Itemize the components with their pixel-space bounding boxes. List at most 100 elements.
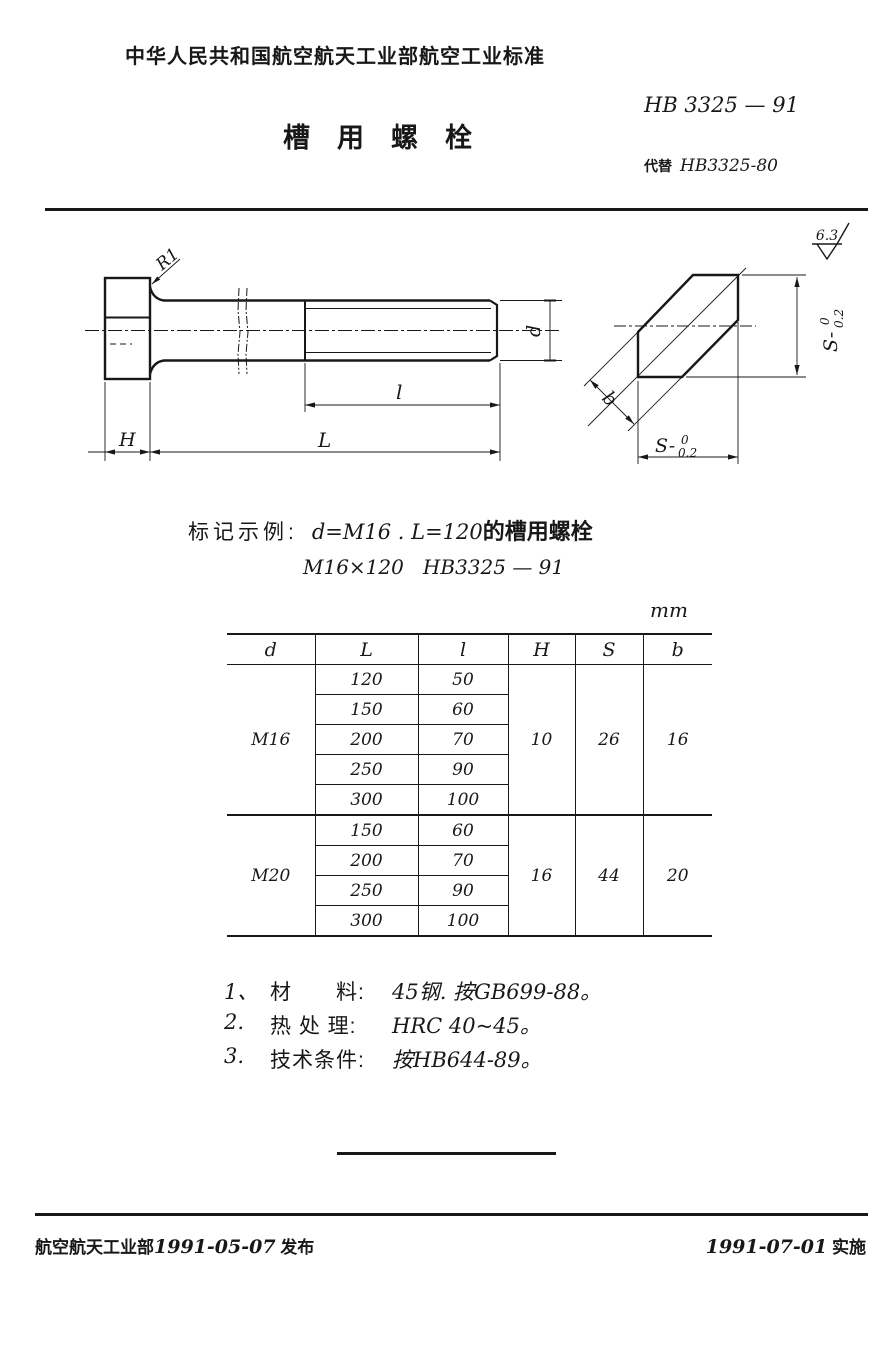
cell-d-m20: M20 <box>227 814 316 935</box>
dim-line-b <box>589 379 635 425</box>
org-standard-line: 中华人民共和国航空航天工业部航空工业标准 <box>125 46 545 68</box>
svg-text:S-: S- <box>820 332 842 352</box>
svg-text:0.2: 0.2 <box>832 309 846 328</box>
table-header-row: d L l H S b <box>227 635 712 665</box>
footer-issue-line: 航空航天工业部1991-05-07 发布 <box>35 1233 314 1258</box>
cell-l: 100 <box>417 784 509 816</box>
cell-L: 150 <box>314 814 419 846</box>
col-header-l: l <box>417 635 509 665</box>
cell-l: 50 <box>417 664 509 695</box>
cell-l: 70 <box>417 724 509 755</box>
fillet-radius-label: R1 <box>152 244 184 275</box>
note-heat-treatment: 2. 热 处 理: HRC 40~45。 <box>224 1010 541 1040</box>
note-number: 3. <box>224 1044 245 1068</box>
technical-drawing: R1 l L H d b S- 0 0.2 S- 0 0.2 6.3 <box>85 222 850 464</box>
note-text: 45钢. 按GB699-88。 <box>392 980 602 1004</box>
note-material: 1、 材 料: 45钢. 按GB699-88。 <box>224 976 601 1006</box>
bolt-shaft-top <box>148 286 490 302</box>
supersedes-label: 代替 <box>644 158 672 174</box>
cell-L: 150 <box>314 694 419 725</box>
break-line <box>245 287 249 375</box>
head-height-label: H <box>118 429 136 451</box>
col-header-H: H <box>507 635 576 665</box>
footer-issue-date: 1991-05-07 <box>154 1236 276 1258</box>
page-title: 槽 用 螺 栓 <box>283 123 472 153</box>
svg-text:S-: S- <box>655 435 675 457</box>
diagonal-centerline <box>587 267 747 427</box>
cell-l: 60 <box>417 814 509 846</box>
roughness-value: 6.3 <box>816 228 838 244</box>
svg-text:0.2: 0.2 <box>678 446 697 460</box>
footer-divider <box>35 1213 868 1216</box>
designation-example-line1: 标记示例: d=M16 . L=120的槽用螺栓 <box>188 514 593 546</box>
bolt-shaft-bottom <box>148 359 490 375</box>
cell-S-m16: 26 <box>574 664 644 816</box>
col-header-S: S <box>574 635 644 665</box>
note-label: 热 处 理: <box>270 1015 357 1038</box>
footer-effective-date: 1991-07-01 <box>705 1236 828 1258</box>
cell-l: 60 <box>417 694 509 725</box>
bolt-head-outline <box>103 276 152 381</box>
supersedes-line: 代替 HB3325-80 <box>644 156 778 176</box>
designation-example-spec: d=M16 . L=120 <box>311 520 483 544</box>
note-technical-conditions: 3. 技术条件: 按HB644-89。 <box>224 1044 542 1074</box>
thread-length-label: l <box>396 380 402 404</box>
footer-effective-line: 1991-07-01 实施 <box>706 1233 866 1258</box>
cell-l: 100 <box>417 905 509 935</box>
table-row: M16 120 50 10 26 16 <box>227 664 712 816</box>
footer-issuer: 航空航天工业部 <box>35 1238 154 1257</box>
cell-l: 90 <box>417 875 509 906</box>
table-unit-label: mm <box>650 598 688 622</box>
roughness-icon <box>816 243 838 261</box>
svg-text:0: 0 <box>681 433 689 447</box>
bolt-tip <box>489 299 499 362</box>
note-text: HRC 40~45。 <box>392 1014 541 1038</box>
cell-S-m20: 44 <box>574 814 644 935</box>
cell-L: 120 <box>314 664 419 695</box>
cell-L: 300 <box>314 784 419 816</box>
break-line <box>237 287 241 375</box>
designation-example-suffix: 的槽用螺栓 <box>482 519 593 544</box>
cell-L: 200 <box>314 845 419 876</box>
cell-L: 300 <box>314 905 419 935</box>
note-text: 按HB644-89。 <box>392 1048 542 1072</box>
cell-b-m16: 16 <box>642 664 712 816</box>
designation-example-code: M16×120 HB3325 — 91 <box>303 555 565 579</box>
cell-H-m20: 16 <box>507 814 576 935</box>
cell-l: 70 <box>417 845 509 876</box>
col-header-d: d <box>227 635 316 665</box>
total-length-label: L <box>317 428 331 452</box>
footer-effective-label: 实施 <box>832 1238 866 1257</box>
s-tolerance-horizontal-label: S- 0 0.2 <box>655 433 697 460</box>
designation-example-label: 标记示例: <box>188 521 298 544</box>
cell-L: 250 <box>314 754 419 785</box>
table-row: M20 150 60 16 44 20 <box>227 814 712 935</box>
svg-text:0: 0 <box>818 317 832 325</box>
col-header-L: L <box>314 635 419 665</box>
cell-d-m16: M16 <box>227 664 316 816</box>
supersedes-number: HB3325-80 <box>680 156 778 176</box>
diameter-label: d <box>523 325 545 337</box>
footer-issue-label: 发布 <box>280 1238 315 1257</box>
cell-L: 250 <box>314 875 419 906</box>
cell-b-m20: 20 <box>642 814 712 935</box>
cell-L: 200 <box>314 724 419 755</box>
col-header-b: b <box>642 635 712 665</box>
end-divider <box>337 1152 556 1155</box>
cell-l: 90 <box>417 754 509 785</box>
note-number: 1、 <box>224 980 259 1004</box>
header-divider <box>45 208 868 211</box>
standard-number: HB 3325 — 91 <box>644 93 799 117</box>
cell-H-m16: 10 <box>507 664 576 816</box>
note-number: 2. <box>224 1010 245 1034</box>
note-label: 材 料: <box>270 981 365 1004</box>
s-tolerance-vertical-label: S- 0 0.2 <box>818 309 846 352</box>
